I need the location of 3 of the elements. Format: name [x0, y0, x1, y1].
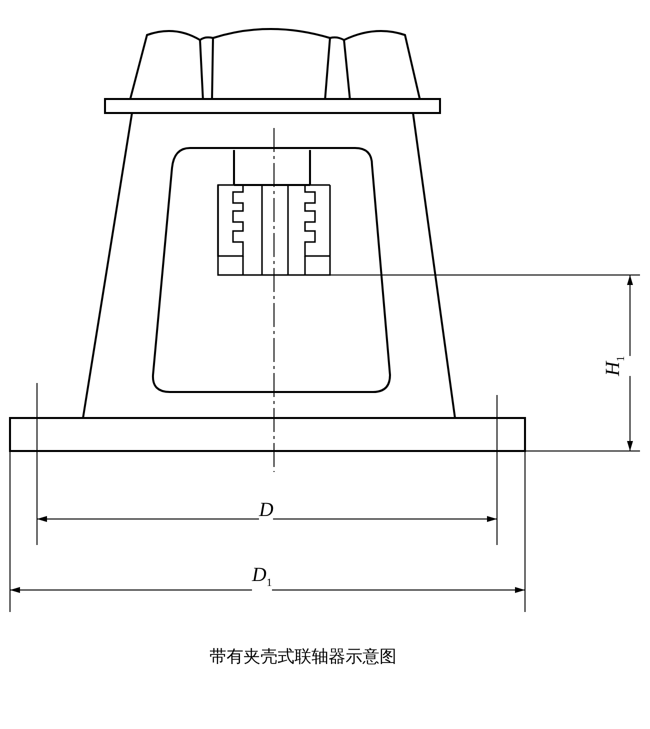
figure-caption: 带有夹壳式联轴器示意图: [210, 647, 396, 666]
dimension-label: D$_{1}$: [252, 565, 272, 593]
dimension-label: D: [259, 500, 274, 520]
